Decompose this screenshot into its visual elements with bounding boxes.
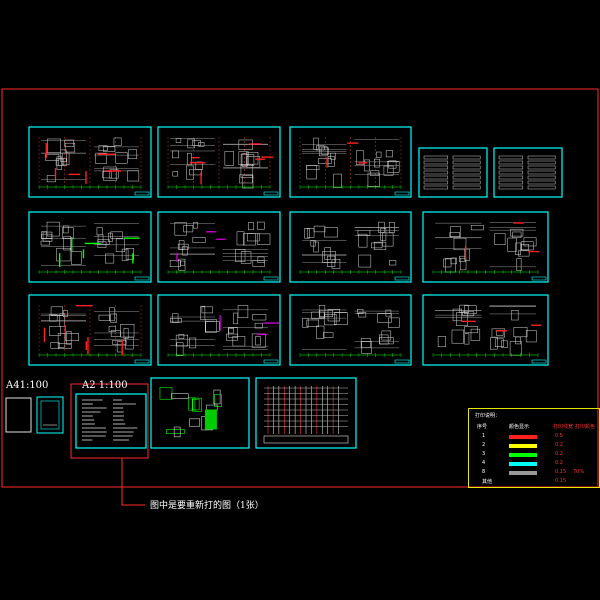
legend-row-number: 3 bbox=[482, 451, 486, 457]
legend-row: 其他 0.15 bbox=[469, 478, 600, 487]
drawing-sheet bbox=[289, 294, 412, 366]
legend-row-number: 1 bbox=[482, 433, 486, 439]
scale-label-a2: A2 1:100 bbox=[82, 380, 128, 391]
drawing-sheet bbox=[422, 294, 549, 366]
legend-line-width: 0.2 bbox=[555, 451, 563, 457]
legend-row-number: 4 bbox=[482, 460, 486, 466]
legend-line-width: 0.2 bbox=[555, 442, 563, 448]
legend-col-width: 打印线宽 bbox=[553, 424, 574, 430]
legend-row-number: 其他 bbox=[482, 479, 493, 485]
legend-title: 打印说明： bbox=[475, 413, 501, 419]
a4-sheet bbox=[5, 397, 32, 433]
legend-print-color: 70% bbox=[573, 469, 585, 475]
drawing-sheet bbox=[493, 147, 563, 198]
drawing-sheet bbox=[150, 377, 250, 449]
drawing-sheet bbox=[75, 393, 147, 449]
legend-line-width: 0.5 bbox=[555, 433, 563, 439]
drawing-sheet bbox=[289, 211, 412, 283]
drawing-sheet bbox=[28, 126, 152, 198]
legend-color-swatch bbox=[509, 453, 537, 457]
drawing-sheet bbox=[418, 147, 488, 198]
legend-col-type: 打印颜色 bbox=[575, 424, 596, 430]
leader-line bbox=[121, 458, 145, 506]
drawing-sheet bbox=[255, 377, 357, 449]
scale-label-a4: A41:100 bbox=[6, 380, 49, 391]
legend-line-width: 0.15 bbox=[555, 478, 567, 484]
legend-col-color: 颜色显示 bbox=[509, 424, 530, 430]
legend-row-number: 8 bbox=[482, 469, 486, 475]
drawing-sheet bbox=[28, 211, 152, 283]
legend-color-swatch bbox=[509, 471, 537, 475]
reprint-note: 图中是要重新打的图（1张） bbox=[150, 501, 264, 511]
legend-row: 8 0.15 70% bbox=[469, 469, 600, 478]
legend-col-no: 序号 bbox=[477, 424, 488, 430]
drawing-sheet bbox=[157, 126, 281, 198]
outer-border bbox=[1, 88, 599, 488]
drawing-sheet bbox=[157, 294, 281, 366]
legend-line-width: 0.15 bbox=[555, 469, 567, 475]
legend-line-width: 0.2 bbox=[555, 460, 563, 466]
a4-sheet bbox=[36, 396, 64, 434]
highlight-box bbox=[70, 383, 149, 459]
drawing-sheets bbox=[5, 126, 563, 449]
drawing-sheet bbox=[28, 294, 152, 366]
legend-color-swatch bbox=[509, 435, 537, 439]
drawing-sheet bbox=[157, 211, 281, 283]
drawing-sheet bbox=[422, 211, 549, 283]
legend-color-swatch bbox=[509, 444, 537, 448]
drawing-sheet bbox=[289, 126, 412, 198]
legend-color-swatch bbox=[509, 462, 537, 466]
legend-row-number: 2 bbox=[482, 442, 486, 448]
